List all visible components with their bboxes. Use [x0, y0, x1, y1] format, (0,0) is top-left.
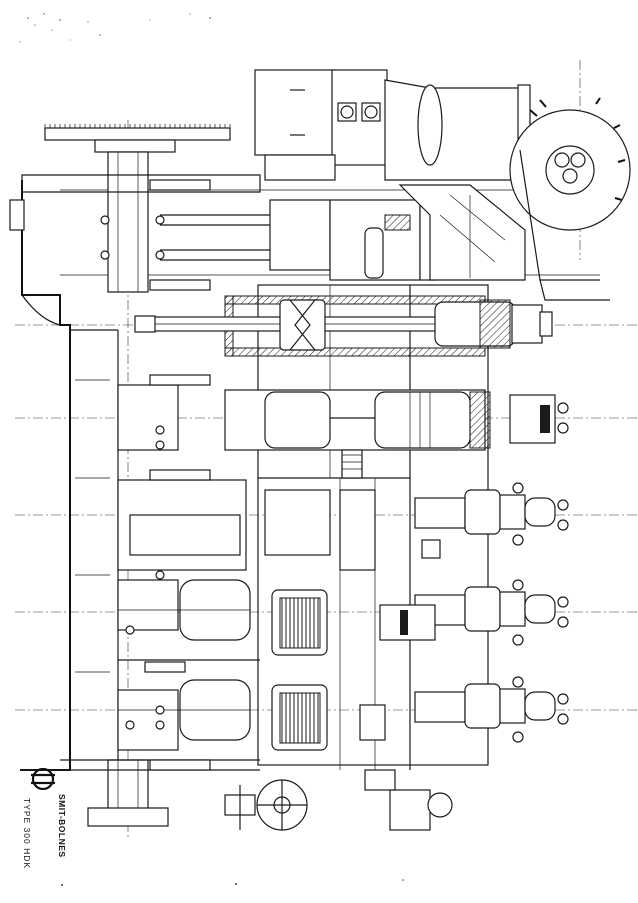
cylinder-2	[224, 389, 569, 479]
crankcase-doors	[264, 489, 376, 751]
smit-bolnes-logo-icon	[31, 768, 55, 790]
turbocharger	[384, 79, 631, 301]
brand-name: SMIT-BOLNES	[57, 794, 67, 858]
fuel-pump-2	[379, 579, 569, 646]
type-designation: TYPE 300 HDK	[22, 798, 32, 870]
fuel-pump-3	[359, 676, 569, 743]
governor-box	[254, 69, 388, 181]
scan-speckles	[19, 13, 211, 43]
scan-marks-bottom	[61, 879, 404, 886]
flywheel-gear	[44, 124, 231, 293]
fuel-pump-1	[414, 482, 569, 559]
starter-motor	[364, 769, 453, 831]
bearing-bolts	[125, 425, 165, 730]
hand-wheel	[224, 779, 308, 831]
valve-gear	[269, 199, 436, 281]
title-block: SMIT-BOLNES TYPE 300 HDK	[10, 768, 70, 878]
cylinder-1-section	[134, 295, 553, 357]
crank-throws	[117, 384, 260, 751]
